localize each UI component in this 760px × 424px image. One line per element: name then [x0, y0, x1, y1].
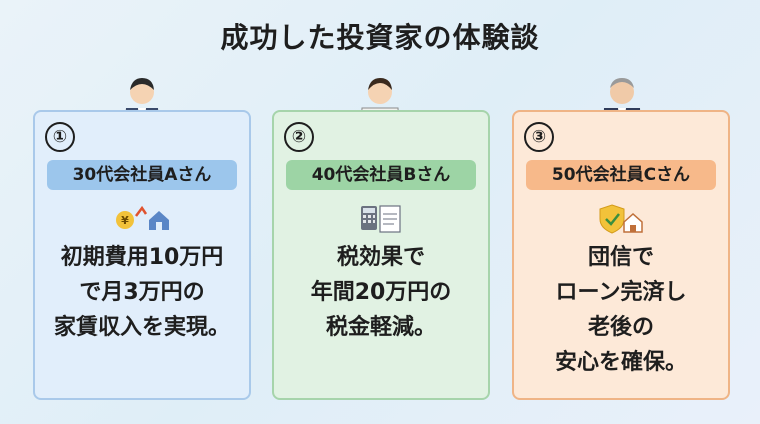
card-number: ② [284, 122, 314, 152]
body-line: 税効果で [336, 245, 425, 270]
card-body: 税効果で 年間20万円の 税金軽減。 [274, 240, 488, 345]
body-line: ローン完済し [555, 280, 687, 305]
yen-growth-house-icon: ¥ [116, 205, 169, 230]
card-label: 50代会社員Cさん [526, 160, 716, 190]
body-line: 安心を確保。 [554, 350, 687, 375]
card-number: ① [45, 122, 75, 152]
body-line: 税金軽減。 [325, 315, 436, 340]
shield-house-icon [599, 204, 643, 234]
body-line: 団信で [587, 245, 654, 270]
body-line: 年間20万円の [310, 280, 452, 305]
card-body: 初期費用10万円 で月3万円の 家賃収入を実現。 [35, 240, 249, 345]
page-title: 成功した投資家の体験談 [220, 21, 540, 54]
card-label: 40代会社員Bさん [286, 160, 476, 190]
story-card-2: ② 40代会社員Bさん 税効果で 年間20万円の 税金軽減。 [272, 110, 490, 400]
card-body: 団信で ローン完済し 老後の 安心を確保。 [514, 240, 728, 380]
card-label: 30代会社員Aさん [47, 160, 237, 190]
tax-calculator-document-icon [361, 205, 401, 233]
card-number: ③ [524, 122, 554, 152]
body-line: で月3万円の [79, 280, 205, 305]
body-line: 初期費用10万円 [60, 245, 224, 270]
story-card-3: ③ 50代会社員Cさん 団信で ローン完済し 老後の 安心を確保。 [512, 110, 730, 400]
svg-text:¥: ¥ [121, 214, 129, 227]
story-card-1: ① 30代会社員Aさん ¥ 初期費用10万円 で月3万円の 家賃収入を実現。 [33, 110, 251, 400]
body-line: 老後の [587, 315, 654, 340]
body-line: 家賃収入を実現。 [53, 315, 230, 340]
